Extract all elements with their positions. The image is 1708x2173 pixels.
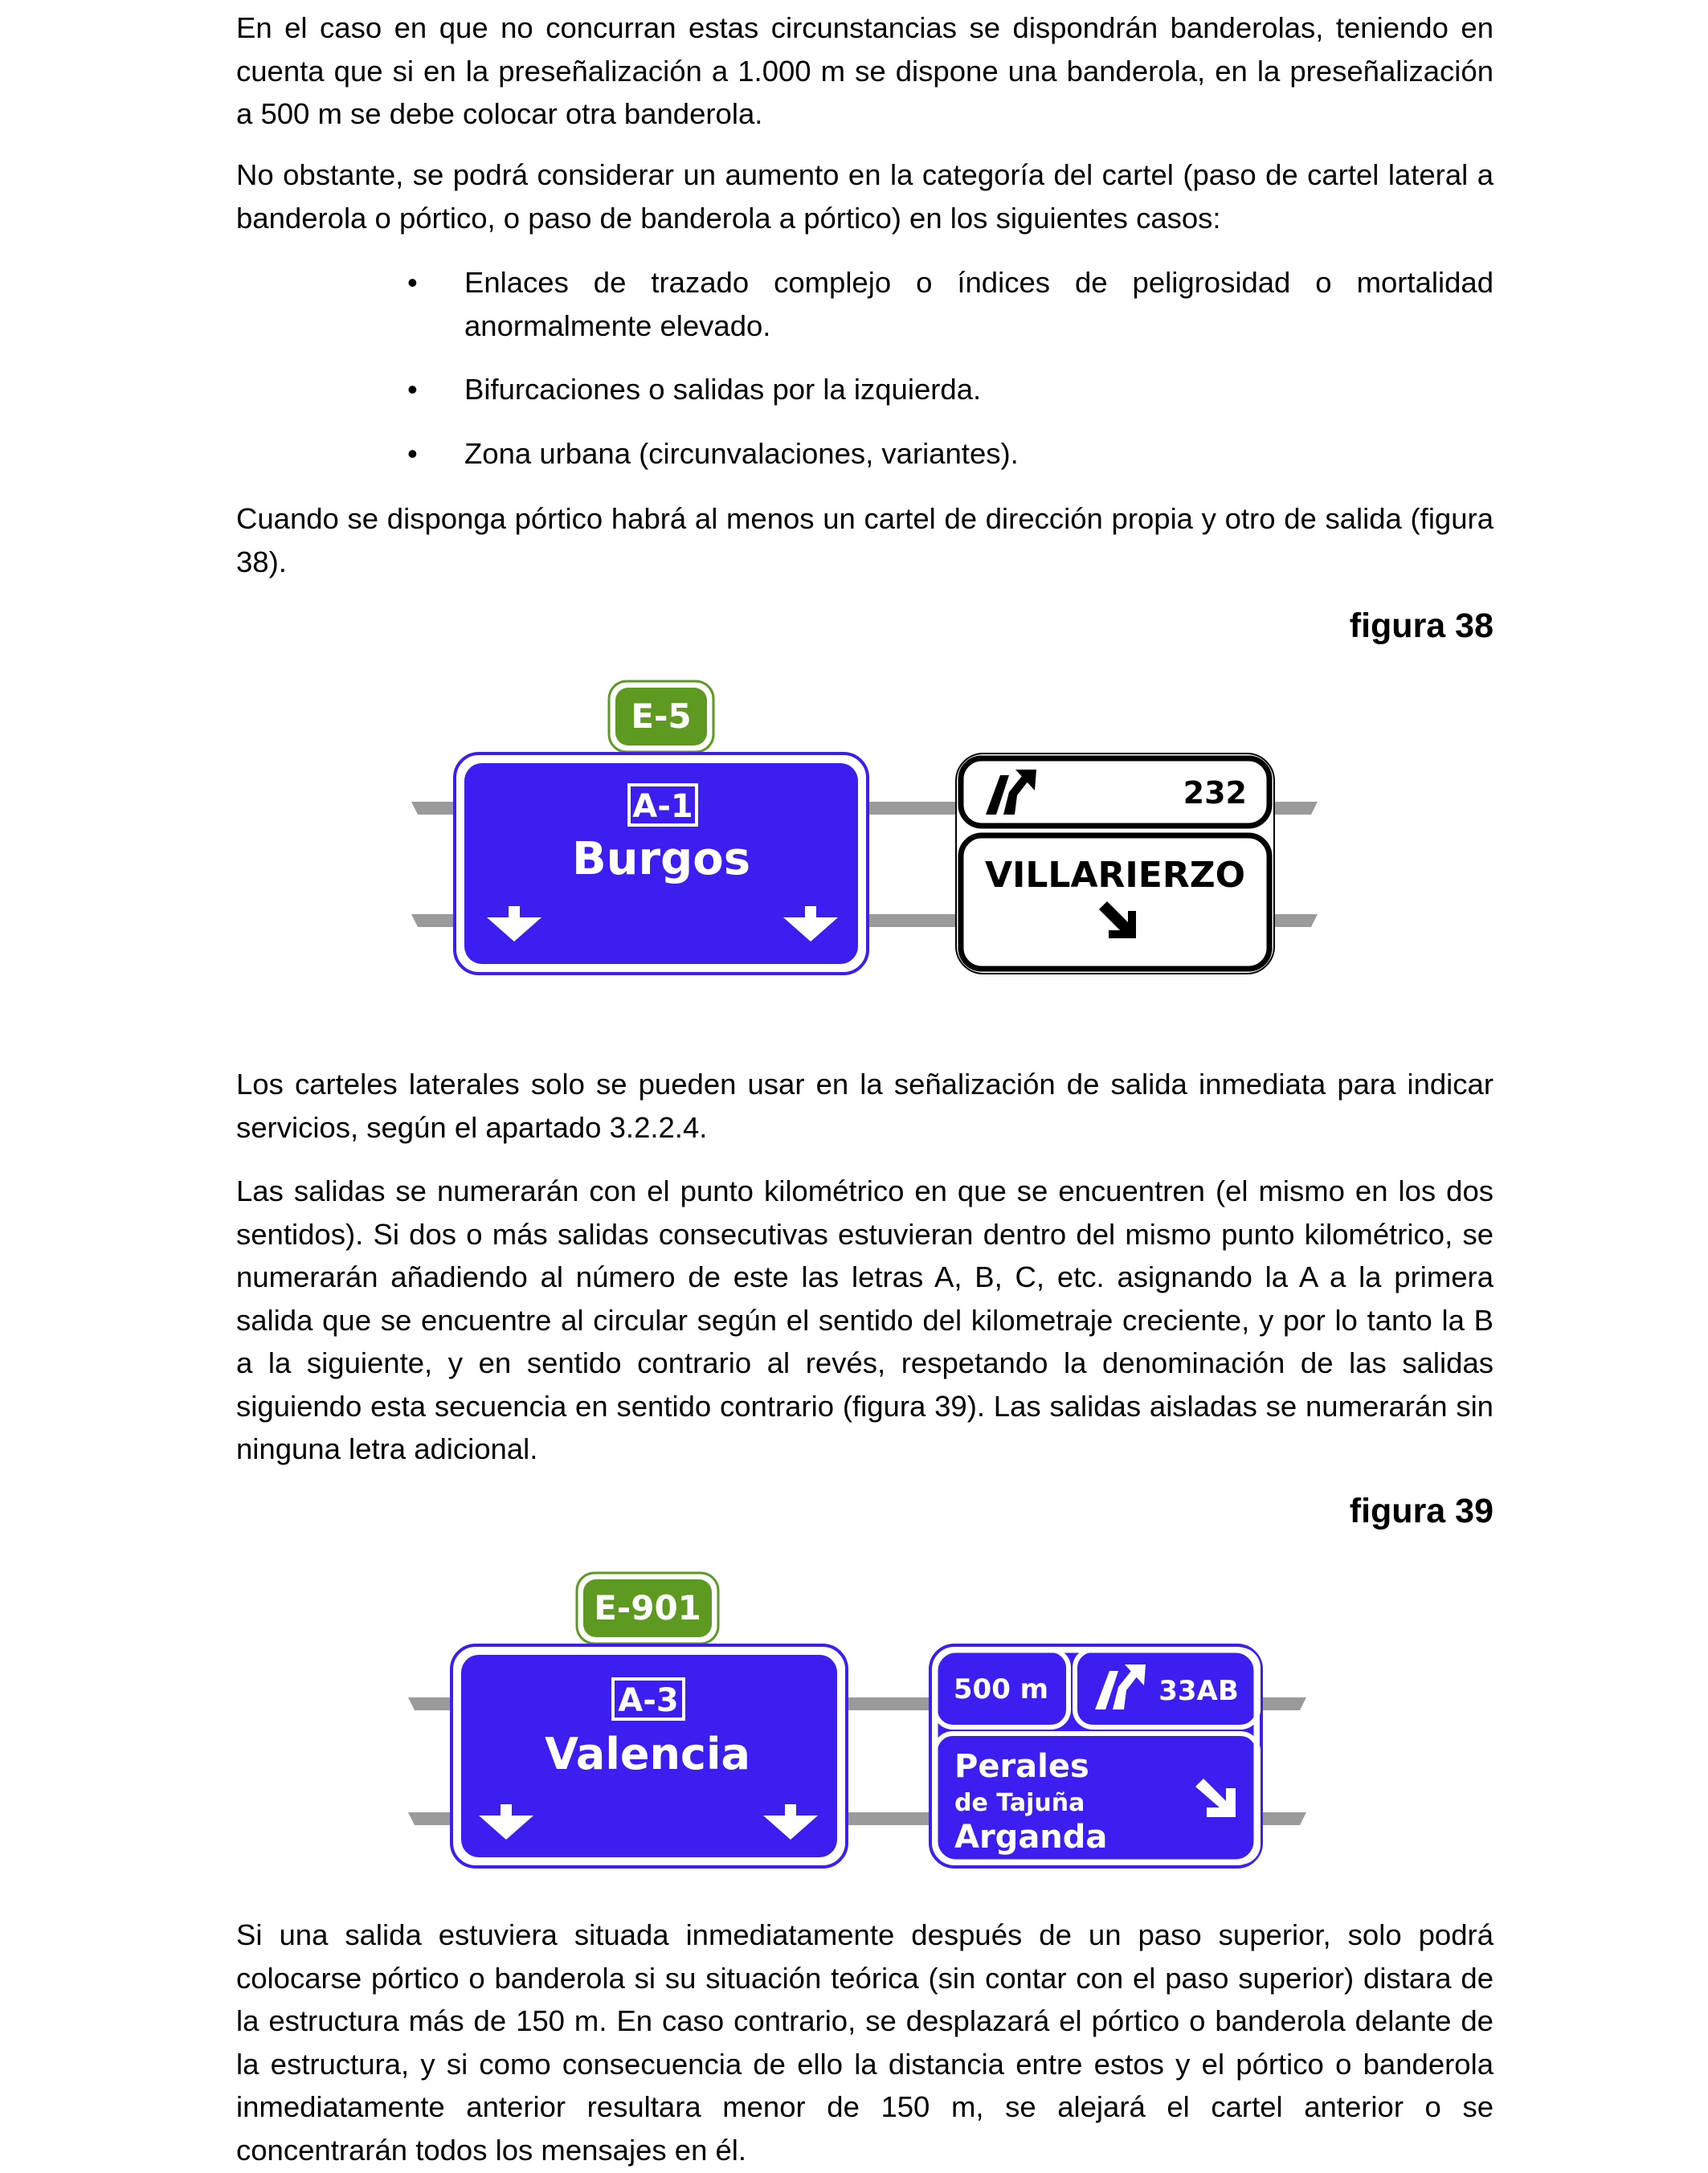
bullet-text: Zona urbana (circunvalaciones, variantes…	[464, 436, 1019, 470]
exit-sign: 232 VILLARIERZO	[955, 753, 1275, 974]
arrow-down-icon	[479, 1804, 533, 1840]
arrow-down-icon	[783, 906, 838, 941]
exit-number-text: 232	[1183, 775, 1247, 811]
exit-destination-line2: de Tajuña	[954, 1789, 1085, 1817]
bullet-item: • Zona urbana (circunvalaciones, variant…	[236, 432, 1493, 476]
paragraph-6: Si una salida estuviera situada inmediat…	[236, 1918, 1493, 2167]
bullet-list: • Enlaces de trazado complejo o índices …	[236, 261, 1493, 475]
exit-destination-line3: Arganda	[954, 1819, 1107, 1856]
destination-text: Burgos	[572, 833, 750, 885]
paragraph-2: No obstante, se podrá considerar un aume…	[236, 158, 1493, 235]
exit-ramp-icon	[1095, 1664, 1146, 1709]
paragraph-5: Las salidas se numerarán con el punto ki…	[236, 1174, 1493, 1465]
bullet-item: • Bifurcaciones o salidas por la izquier…	[236, 368, 1493, 411]
distance-text: 500 m	[954, 1673, 1048, 1705]
destination-text: Valencia	[545, 1729, 750, 1779]
road-number-text: A-3	[618, 1682, 678, 1719]
euro-route-text: E-901	[594, 1588, 701, 1628]
exit-ramp-icon	[986, 770, 1036, 815]
exit-destination-line1: Perales	[954, 1748, 1089, 1785]
arrow-down-icon	[487, 906, 541, 941]
bullet-dot: •	[407, 436, 418, 470]
exit-sign: 500 m 33AB Perales de Tajuña Arganda	[929, 1644, 1263, 1869]
paragraph-4: Los carteles laterales solo se pueden us…	[236, 1068, 1493, 1144]
road-number-box	[611, 1677, 685, 1721]
euro-route-badge: E-901	[575, 1571, 720, 1645]
figure-38-label: figura 38	[1349, 607, 1493, 645]
exit-number-text: 33AB	[1158, 1675, 1239, 1707]
bullet-text: Bifurcaciones o salidas por la izquierda…	[464, 373, 982, 406]
arrow-down-right-icon	[1099, 901, 1136, 938]
bullet-dot: •	[407, 373, 418, 406]
bullet-dot: •	[407, 266, 418, 299]
euro-route-badge: E-5	[607, 680, 715, 754]
road-number-box	[627, 783, 698, 827]
exit-destination-text: VILLARIERZO	[985, 855, 1245, 896]
arrow-down-icon	[763, 1804, 818, 1840]
paragraph-1: En el caso en que no concurran estas cir…	[236, 11, 1493, 130]
bullet-text: Enlaces de trazado complejo o índices de…	[464, 266, 1493, 342]
euro-route-text: E-5	[631, 696, 691, 736]
figure-39-label: figura 39	[1349, 1492, 1493, 1530]
road-number-text: A-1	[632, 788, 693, 825]
direction-sign: A-3 Valencia	[450, 1644, 848, 1869]
arrow-down-right-icon	[1195, 1779, 1236, 1817]
paragraph-3: Cuando se disponga pórtico habrá al meno…	[236, 502, 1493, 578]
direction-sign: A-1 Burgos	[453, 752, 869, 975]
bullet-item: • Enlaces de trazado complejo o índices …	[236, 261, 1493, 347]
